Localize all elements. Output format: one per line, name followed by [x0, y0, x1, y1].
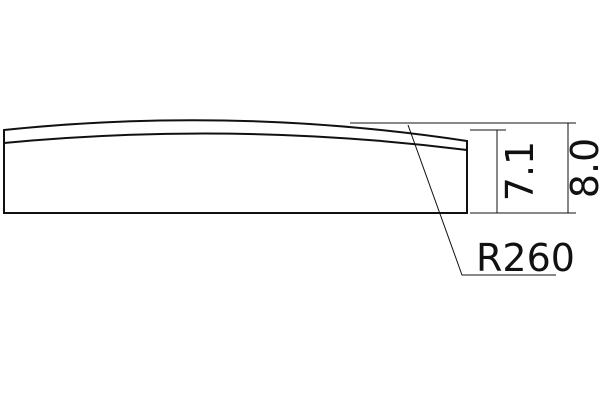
radius-leader-line	[407, 124, 556, 276]
dimension-label-7-1: 7.1	[498, 141, 542, 201]
inner-curve-line	[3, 132, 468, 151]
part-outline	[3, 119, 468, 214]
radius-label: R260	[476, 236, 575, 280]
dimension-label-8-0: 8.0	[563, 138, 600, 198]
